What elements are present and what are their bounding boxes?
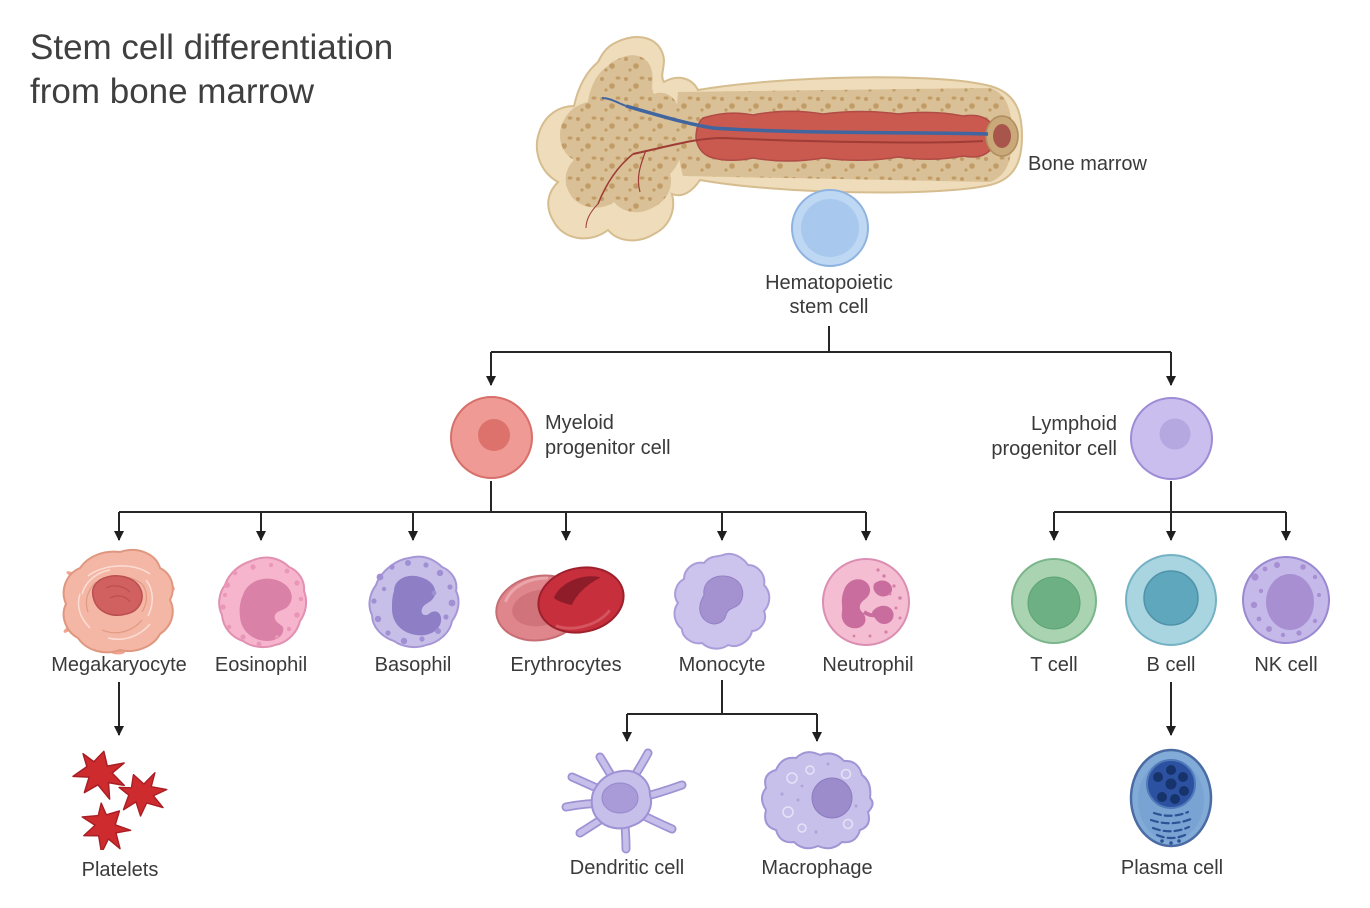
erythrocytes-icon (495, 558, 627, 648)
eosinophil-icon (213, 555, 309, 651)
t-cell-icon (1010, 557, 1098, 645)
basophil-label: Basophil (374, 654, 452, 676)
plasma-cell-label: Plasma cell (1120, 857, 1224, 879)
neutrophil-icon (820, 556, 912, 648)
dendritic-cell-icon (560, 745, 690, 857)
macrophage-label: Macrophage (761, 857, 873, 879)
b-cell-label: B cell (1146, 654, 1196, 676)
basophil-icon (364, 553, 462, 651)
nk-cell-label: NK cell (1254, 654, 1318, 676)
title-line2: from bone marrow (30, 72, 314, 111)
eosinophil-label: Eosinophil (214, 654, 308, 676)
title-line1: Stem cell differentiation (30, 28, 394, 67)
lymphoid-label: Lymphoid progenitor cell (991, 413, 1117, 460)
hsc-label: Hematopoietic stem cell (765, 272, 893, 318)
platelets-label: Platelets (81, 859, 159, 881)
monocyte-icon (668, 551, 774, 653)
b-cell-icon (1124, 553, 1218, 647)
erythrocytes-label: Erythrocytes (510, 654, 622, 676)
monocyte-label: Monocyte (678, 654, 766, 676)
hematopoietic-stem-cell-icon (790, 188, 870, 268)
bone-illustration (478, 14, 1038, 259)
megakaryocyte-label: Megakaryocyte (51, 654, 187, 676)
neutrophil-label: Neutrophil (822, 654, 914, 676)
bone-marrow-label: Bone marrow (1028, 153, 1147, 175)
plasma-cell-icon (1126, 748, 1216, 848)
t-cell-label: T cell (1030, 654, 1078, 676)
megakaryocyte-icon (58, 546, 180, 656)
myeloid-label: Myeloid progenitor cell (545, 412, 671, 459)
myeloid-progenitor-icon (449, 395, 534, 480)
page-title: Stem cell differentiation from bone marr… (30, 26, 393, 114)
macrophage-icon (758, 748, 878, 852)
platelets-icon (62, 745, 177, 850)
nk-cell-icon (1241, 555, 1331, 645)
lymphoid-progenitor-icon (1129, 396, 1214, 481)
dendritic-cell-label: Dendritic cell (569, 857, 685, 879)
